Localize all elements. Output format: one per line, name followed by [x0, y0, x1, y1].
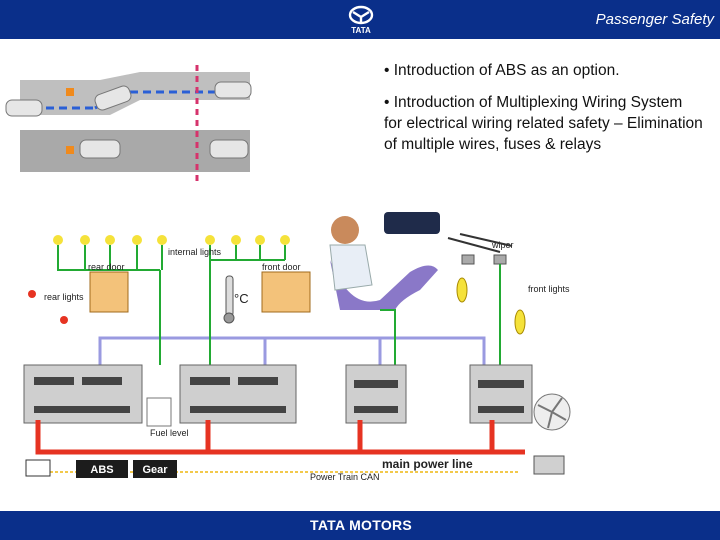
main-power-line-label: main power line	[382, 457, 473, 471]
main-power-line	[35, 420, 525, 455]
green-signal-wires	[159, 260, 501, 365]
front-door-label: front door	[262, 262, 301, 272]
logo-text: TATA	[351, 26, 371, 35]
car-3	[214, 81, 252, 99]
ecu-module-2	[179, 364, 297, 424]
ecu-module-1	[23, 364, 143, 424]
gear-label: Gear	[142, 464, 168, 476]
front-door-box	[261, 271, 311, 313]
abs-box	[76, 460, 128, 478]
fuel-level-label: Fuel level	[150, 428, 189, 438]
footer-bar: TATA MOTORS	[0, 511, 720, 540]
rear-light-icon	[28, 290, 36, 298]
gear-box	[133, 460, 177, 478]
wiper-label: wiper	[491, 240, 514, 250]
multiplexing-wiring-diagram: internal lights rear door front door °C …	[23, 212, 571, 482]
footer-brand: TATA MOTORS	[310, 517, 413, 533]
power-train-can-label: Power Train CAN	[310, 472, 380, 482]
abs-label: ABS	[90, 464, 113, 476]
ecu-module-4	[469, 364, 533, 424]
driver-head	[331, 216, 359, 244]
battery-icon	[533, 455, 565, 475]
rear-door-label: rear door	[88, 262, 125, 272]
car-5	[209, 139, 249, 159]
internal-lights-label: internal lights	[168, 247, 222, 257]
page-title: Passenger Safety	[595, 11, 714, 28]
rear-door-box	[89, 271, 129, 313]
abs-lane-change-illustration	[5, 65, 252, 185]
engine-icon	[25, 459, 51, 477]
dashboard-icon	[384, 212, 440, 234]
warning-marker-1	[66, 88, 74, 96]
thermometer-icon	[225, 275, 234, 317]
rear-lights-label: rear lights	[44, 292, 84, 302]
car-4	[79, 139, 121, 159]
ecu-module-3	[345, 364, 407, 424]
ceiling-lights	[53, 235, 290, 245]
fuel-level-sensor	[146, 397, 172, 427]
car-1	[5, 99, 43, 117]
header-bar: TATA Passenger Safety	[0, 0, 720, 39]
driver-body	[329, 244, 373, 291]
temperature-label: °C	[234, 291, 249, 306]
tata-logo-icon: TATA	[348, 5, 374, 35]
warning-marker-2	[66, 146, 74, 154]
wiper-arm-1	[447, 237, 501, 253]
front-light-icon	[456, 277, 468, 303]
bullet-abs: • Introduction of ABS as an option.	[384, 62, 620, 79]
front-lights-label: front lights	[528, 284, 570, 294]
bullet-list: • Introduction of ABS as an option. • In…	[384, 60, 704, 166]
can-bus-line	[98, 336, 486, 368]
bullet-multiplexing: • Introduction of Multiplexing Wiring Sy…	[384, 94, 703, 153]
car-2	[94, 85, 132, 111]
driver-seat	[330, 260, 438, 310]
